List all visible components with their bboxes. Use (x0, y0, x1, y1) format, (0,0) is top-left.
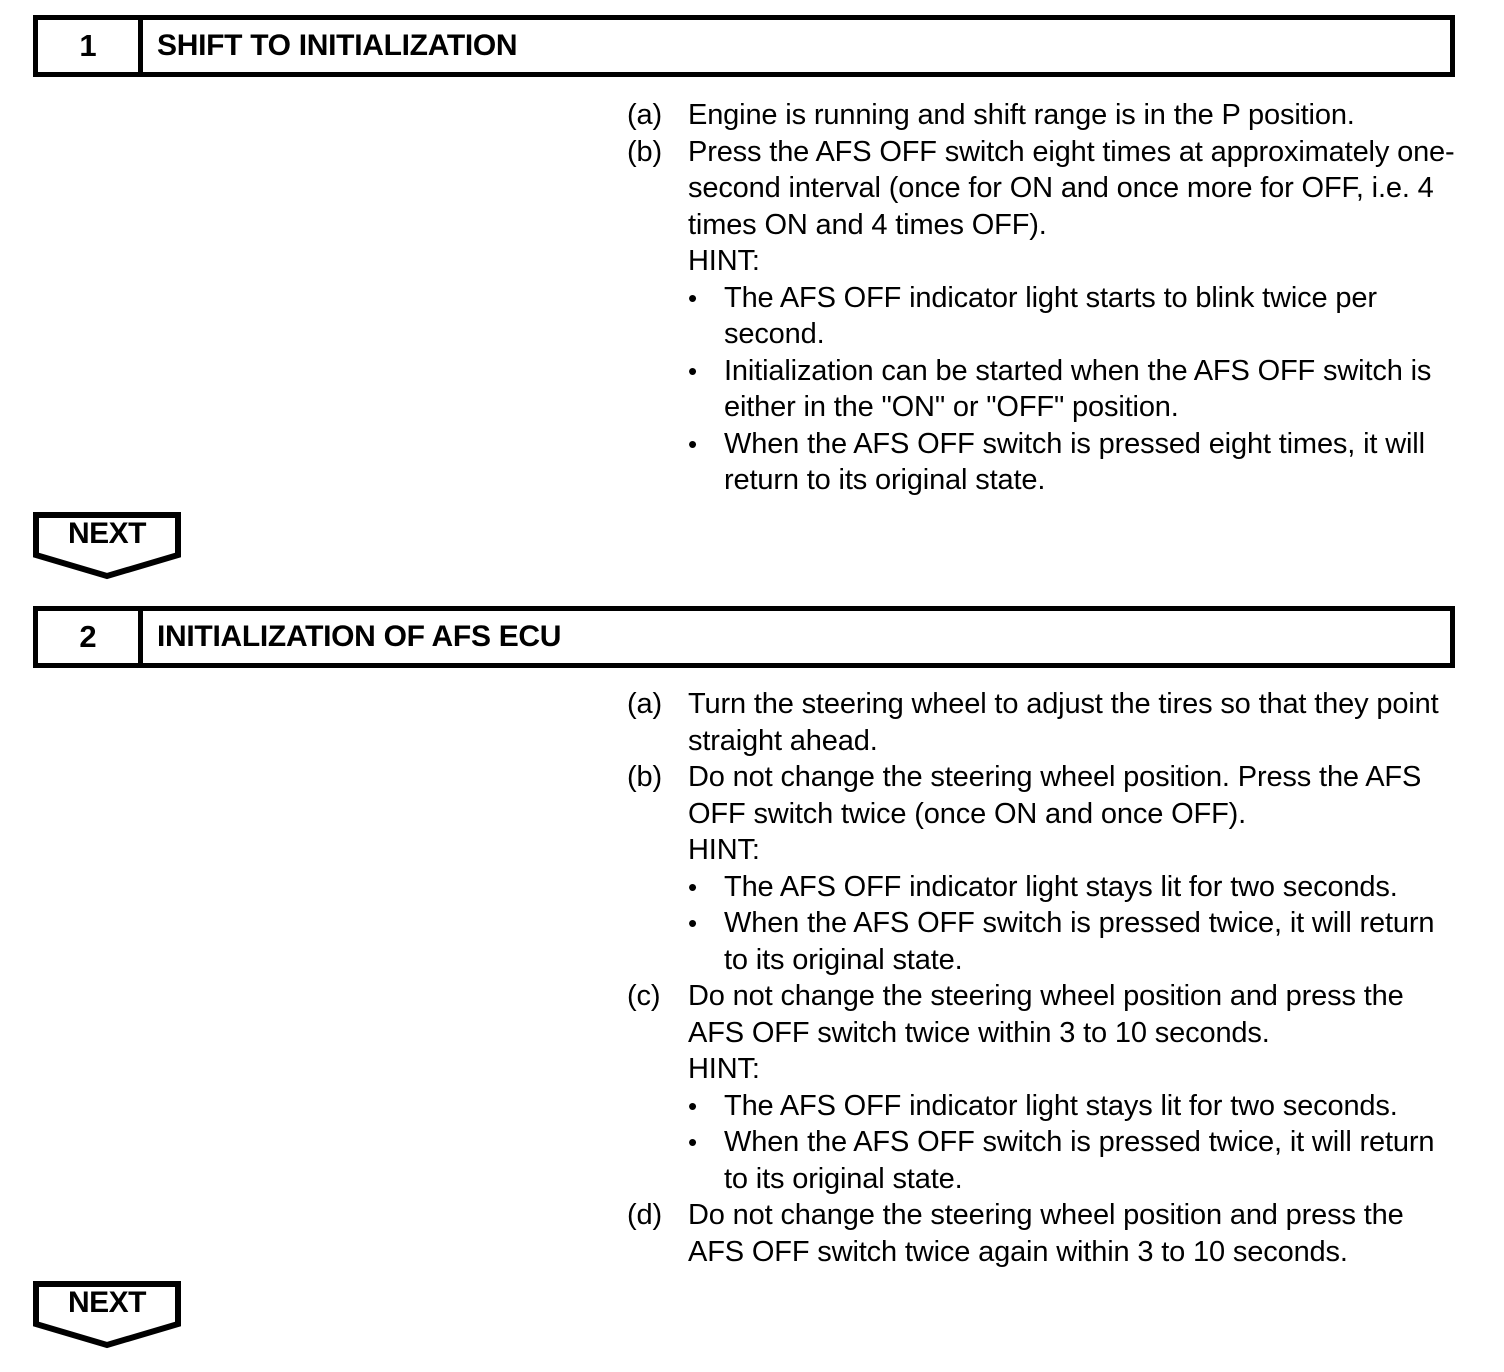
item-text: Do not change the steering wheel positio… (688, 980, 1404, 1049)
list-item: • The AFS OFF indicator light starts to … (688, 280, 1455, 353)
bullet-icon: • (688, 355, 697, 386)
list-item: • The AFS OFF indicator light stays lit … (688, 1088, 1455, 1125)
bullet-text: When the AFS OFF switch is pressed eight… (724, 427, 1425, 497)
item-label: (b) (627, 135, 662, 168)
next-pentagon-icon (33, 512, 181, 580)
item-label: (a) (627, 99, 662, 131)
step-body-1: (a) Engine is running and shift range is… (627, 97, 1455, 499)
bullet-icon: • (688, 282, 697, 313)
list-item: (b) Press the AFS OFF switch eight times… (627, 134, 1455, 244)
item-text: Do not change the steering wheel positio… (688, 761, 1422, 830)
next-arrow-1: NEXT (33, 512, 181, 580)
item-label: (b) (627, 761, 662, 793)
list-item: • Initialization can be started when the… (688, 353, 1455, 426)
list-item: (a) Turn the steering wheel to adjust th… (627, 686, 1455, 759)
list-item: • When the AFS OFF switch is pressed eig… (688, 426, 1455, 499)
step-title-1: SHIFT TO INITIALIZATION (157, 29, 518, 62)
bullet-icon: • (688, 428, 697, 459)
item-text: Engine is running and shift range is in … (688, 99, 1355, 131)
step-header-2: 2 INITIALIZATION OF AFS ECU (33, 606, 1455, 668)
bullet-icon: • (688, 1127, 697, 1157)
list-item: • The AFS OFF indicator light stays lit … (688, 869, 1455, 906)
hint-bullet-list: • The AFS OFF indicator light stays lit … (688, 869, 1455, 979)
bullet-text: The AFS OFF indicator light stays lit fo… (724, 870, 1398, 903)
item-text: Press the AFS OFF switch eight times at … (688, 135, 1455, 241)
next-arrow-2: NEXT (33, 1281, 181, 1349)
list-item: (c) Do not change the steering wheel pos… (627, 978, 1455, 1051)
hint-label: HINT: (688, 834, 760, 866)
bullet-text: When the AFS OFF switch is pressed twice… (724, 1126, 1435, 1195)
hint-label: HINT: (688, 1053, 760, 1085)
bullet-icon: • (688, 908, 697, 938)
list-item: (a) Engine is running and shift range is… (627, 97, 1455, 134)
item-text: Turn the steering wheel to adjust the ti… (688, 688, 1439, 757)
bullet-text: When the AFS OFF switch is pressed twice… (724, 907, 1435, 976)
hint-bullet-list: • The AFS OFF indicator light stays lit … (688, 1088, 1455, 1198)
bullet-icon: • (688, 1090, 697, 1121)
step-body-2: (a) Turn the steering wheel to adjust th… (627, 686, 1455, 1270)
step-header-1: 1 SHIFT TO INITIALIZATION (33, 15, 1455, 77)
item-label: (c) (627, 980, 661, 1012)
hint-bullet-list: • The AFS OFF indicator light starts to … (688, 280, 1455, 499)
bullet-text: The AFS OFF indicator light stays lit fo… (724, 1089, 1398, 1122)
step-number-2: 2 (38, 611, 143, 663)
bullet-icon: • (688, 871, 697, 902)
list-item: • When the AFS OFF switch is pressed twi… (688, 905, 1455, 978)
hint-label: HINT: (688, 245, 760, 277)
bullet-text: The AFS OFF indicator light starts to bl… (724, 281, 1377, 351)
bullet-text: Initialization can be started when the A… (724, 354, 1432, 424)
next-pentagon-icon (33, 1281, 181, 1349)
list-item: (d) Do not change the steering wheel pos… (627, 1197, 1455, 1270)
item-label: (d) (627, 1199, 662, 1231)
list-item: (b) Do not change the steering wheel pos… (627, 759, 1455, 832)
item-label: (a) (627, 688, 662, 720)
step-title-2: INITIALIZATION OF AFS ECU (157, 620, 562, 653)
item-text: Do not change the steering wheel positio… (688, 1199, 1404, 1268)
list-item: • When the AFS OFF switch is pressed twi… (688, 1124, 1455, 1197)
step-number-1: 1 (38, 20, 143, 72)
